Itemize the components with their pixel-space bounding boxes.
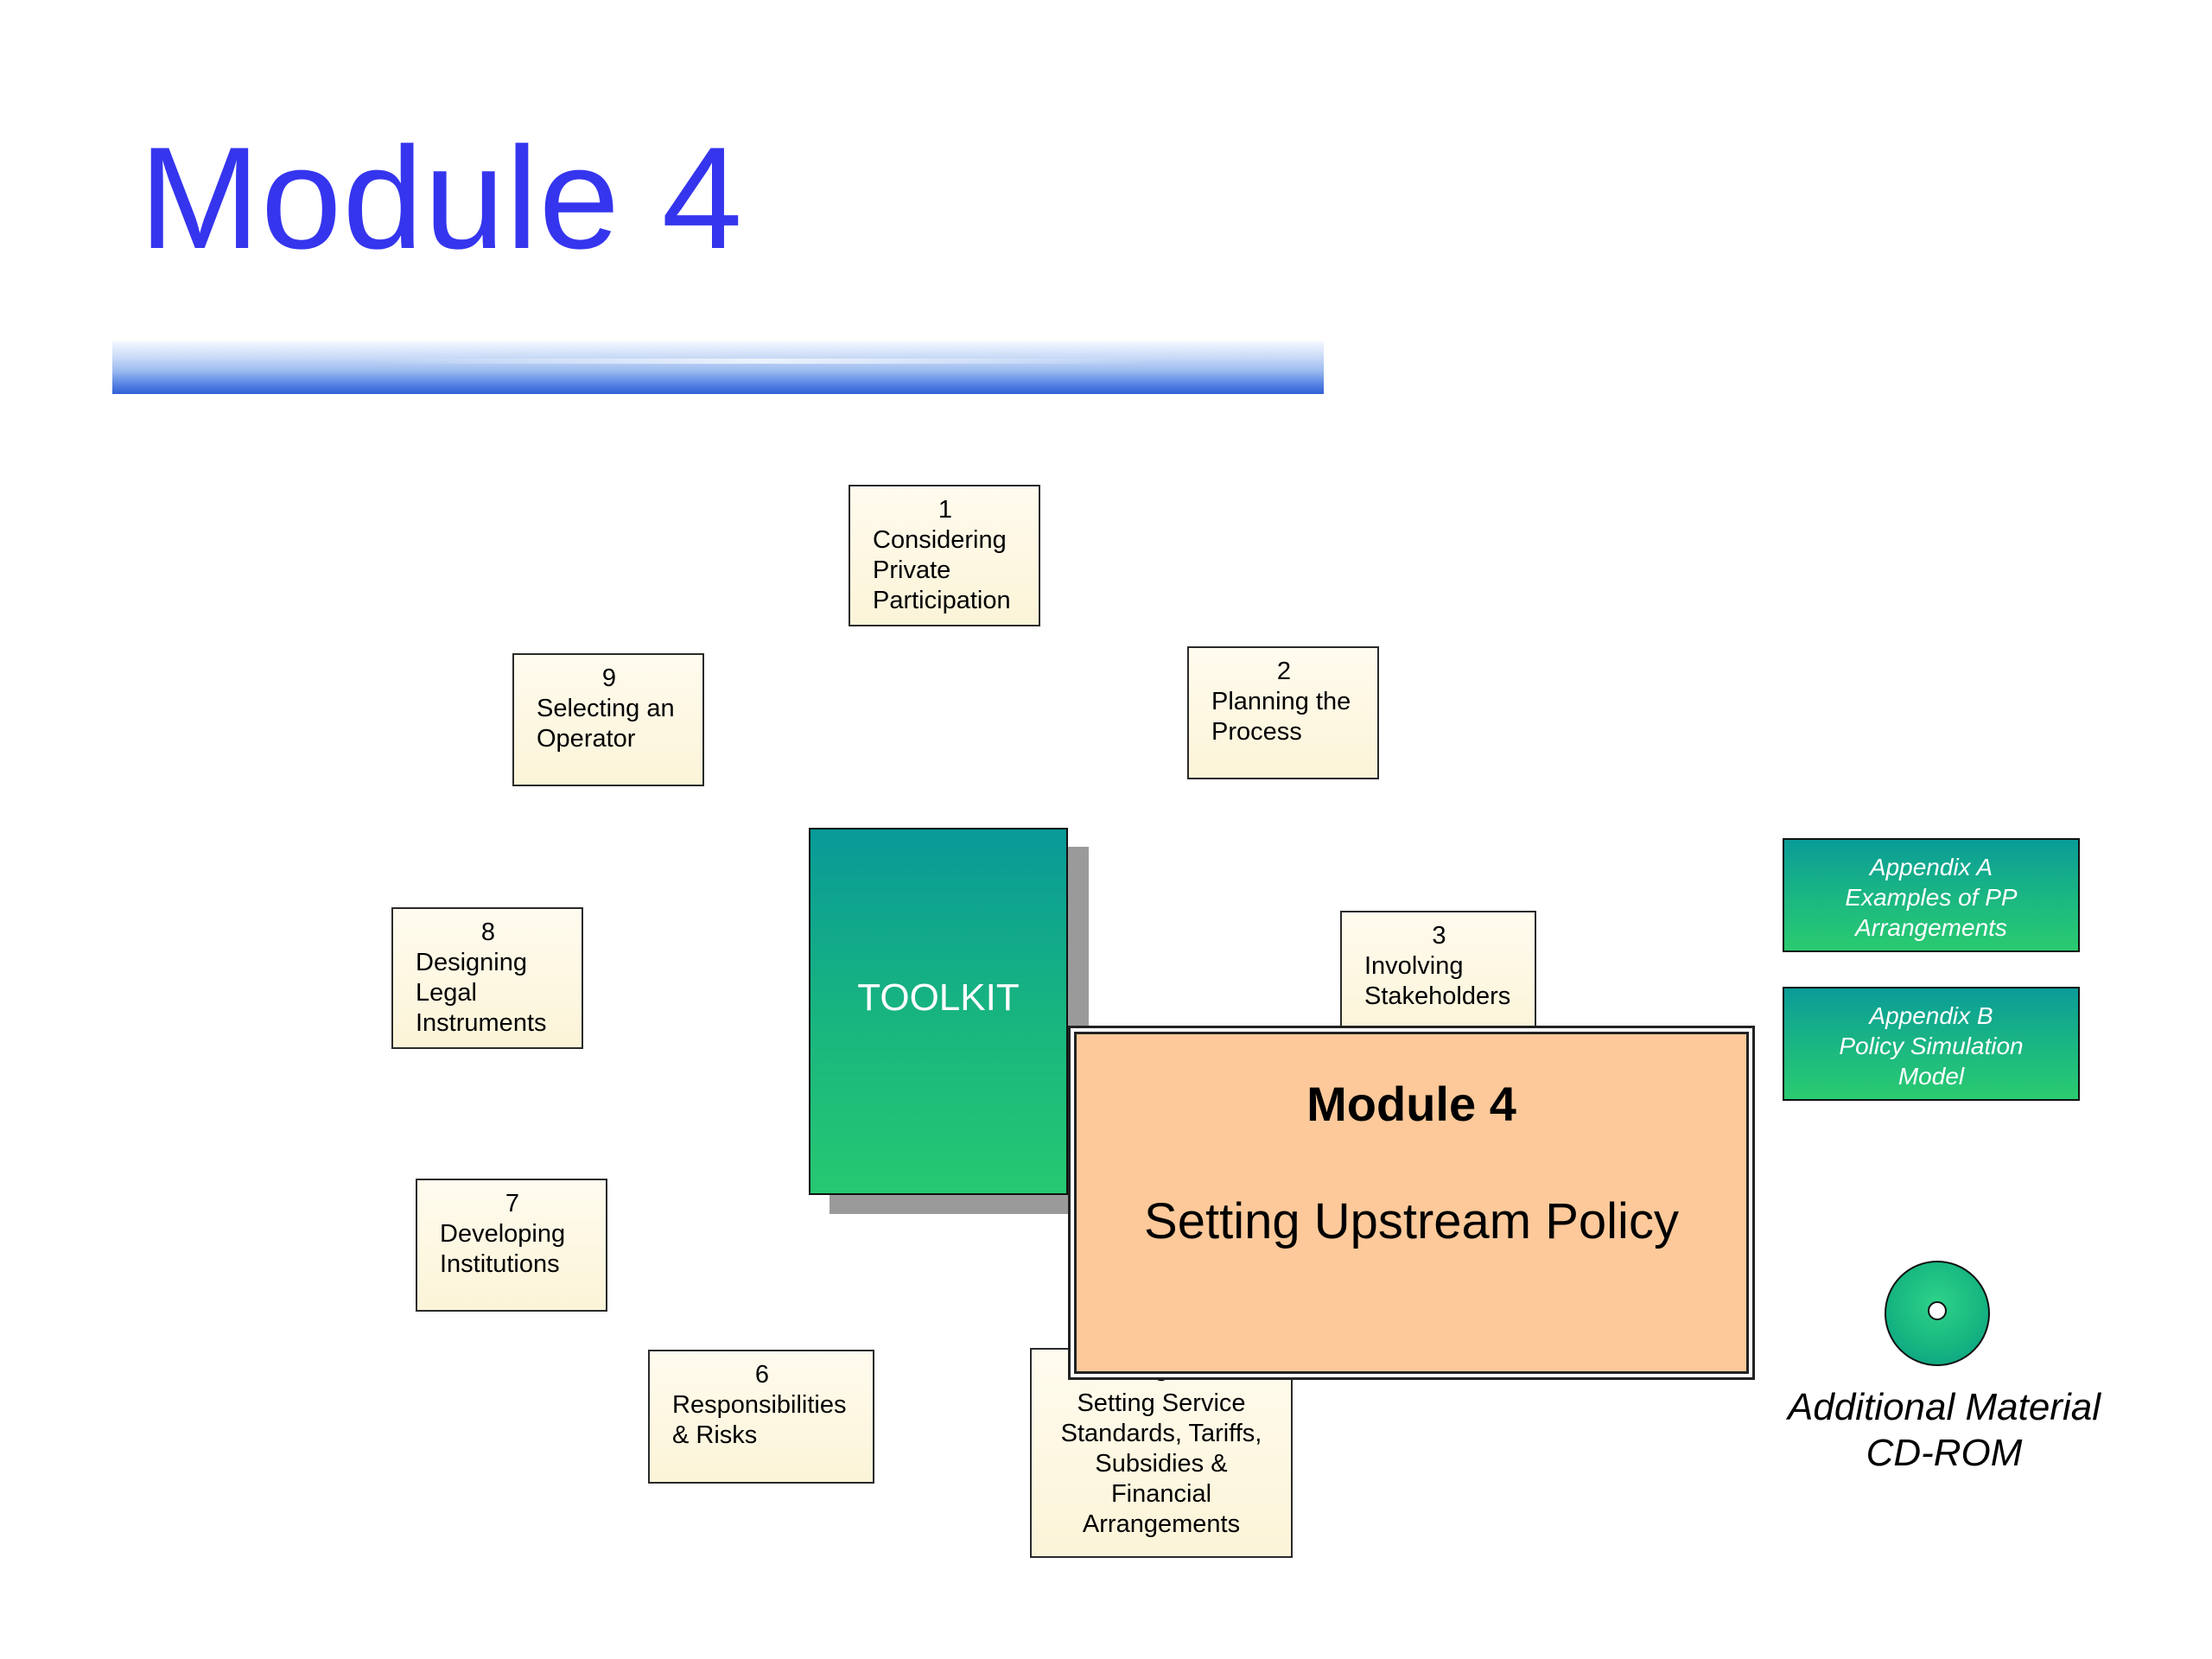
step-number: 1 — [938, 496, 953, 524]
step-label: Considering Private Participation — [873, 526, 1011, 614]
step-box-8: 8 Designing Legal Instruments — [391, 907, 583, 1049]
step-label: Designing Legal Instruments — [416, 949, 547, 1037]
step-box-5: 5 Setting Service Standards, Tariffs, Su… — [1030, 1348, 1293, 1558]
step-number: 8 — [480, 918, 496, 946]
step-number: 3 — [1432, 922, 1446, 950]
toolkit-label: TOOLKIT — [857, 976, 1020, 1019]
step-box-1: 1 Considering Private Participation — [849, 485, 1040, 626]
step-label: Setting Service Standards, Tariffs, Subs… — [1060, 1389, 1262, 1538]
step-label: Selecting an Operator — [537, 695, 675, 753]
step-box-2: 2 Planning the Process — [1187, 646, 1379, 779]
title-underline-bar — [112, 341, 1324, 394]
main-module-inner: Module 4 Setting Upstream Policy — [1074, 1032, 1749, 1374]
step-box-6: 6 Responsibilities & Risks — [648, 1350, 874, 1484]
main-module-subtitle: Setting Upstream Policy — [1144, 1193, 1679, 1249]
slide-title: Module 4 — [139, 117, 744, 279]
main-module-box: Module 4 Setting Upstream Policy — [1068, 1026, 1755, 1380]
step-label: Involving Stakeholders — [1364, 952, 1511, 1010]
step-number: 7 — [505, 1190, 520, 1217]
cd-rom-icon — [1885, 1261, 1990, 1366]
cd-rom-label: Additional Material CD-ROM — [1788, 1386, 2101, 1474]
step-number: 6 — [754, 1361, 770, 1389]
step-box-7: 7 Developing Institutions — [416, 1179, 607, 1312]
main-module-title: Module 4 — [1306, 1077, 1516, 1131]
step-label: Developing Institutions — [440, 1220, 566, 1278]
toolkit-block: TOOLKIT — [809, 828, 1068, 1195]
appendix-b-box: Appendix B Policy Simulation Model — [1783, 987, 2080, 1101]
step-box-3: 3 Involving Stakeholders — [1340, 911, 1536, 1040]
appendix-a-box: Appendix A Examples of PP Arrangements — [1783, 838, 2080, 952]
step-number: 9 — [601, 664, 617, 692]
step-label: Responsibilities & Risks — [672, 1391, 847, 1449]
step-number: 2 — [1276, 658, 1292, 685]
step-label: Planning the Process — [1211, 688, 1351, 746]
step-box-9: 9 Selecting an Operator — [512, 653, 704, 786]
